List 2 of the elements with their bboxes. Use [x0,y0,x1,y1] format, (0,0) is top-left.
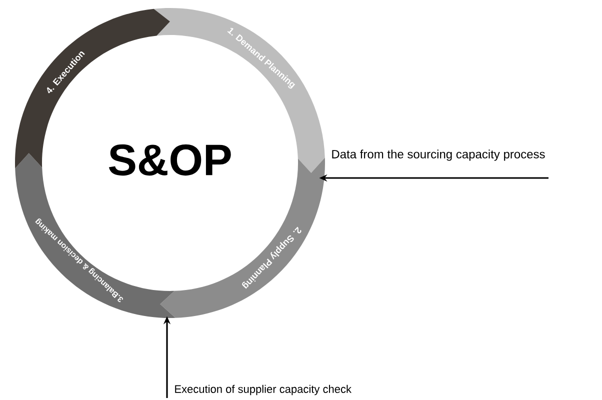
note-text: Execution of supplier capacity check [175,384,352,396]
note-text: Data from the sourcing capacity process [332,150,545,161]
